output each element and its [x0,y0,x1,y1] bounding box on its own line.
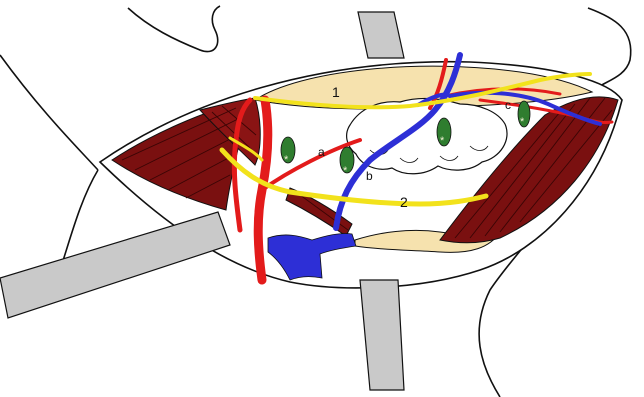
node-marker: * [343,165,348,177]
node-marker: * [440,135,445,147]
label-nerve-2: 2 [400,194,408,210]
chin-contour [128,6,220,52]
node-marker: * [284,154,289,166]
retractor-top [358,12,404,58]
retractor-left [0,212,230,318]
jaw-contour [0,55,98,170]
ear-contour [588,8,631,86]
label-vessel-c: c [505,98,511,112]
label-vessel-a: a [318,145,325,159]
label-nerve-1: 1 [332,84,340,100]
retractor-bottom [360,280,404,390]
node-marker: * [520,116,525,128]
label-vessel-b: b [366,169,373,183]
